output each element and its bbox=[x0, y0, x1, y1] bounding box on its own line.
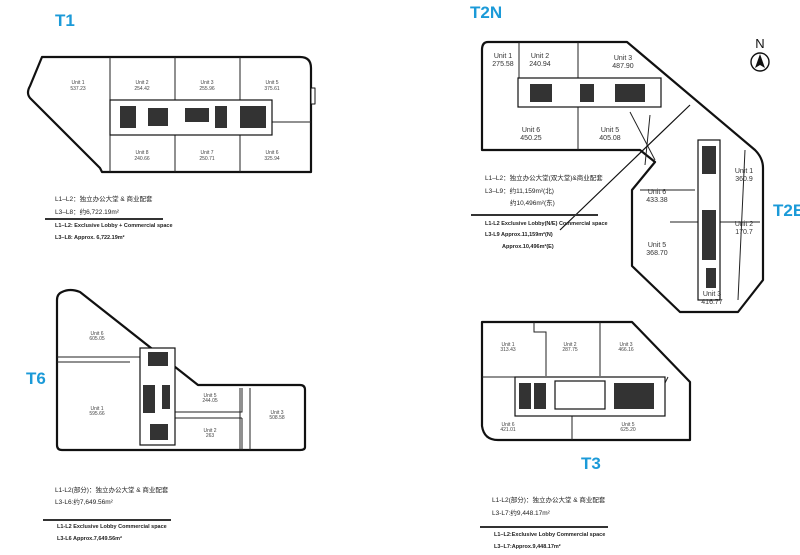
unit-area: 537.23 bbox=[70, 86, 86, 92]
unit-area: 287.75 bbox=[562, 347, 578, 353]
t6-note-cn: L3-L6:约7,649.56m² bbox=[55, 499, 113, 506]
plan-t2: T2N T2E Unit 1 275.58 Unit 2 240.94 Unit… bbox=[470, 3, 800, 314]
unit-label: Unit 6 bbox=[522, 127, 540, 134]
unit-label: Unit 3 bbox=[270, 410, 283, 416]
unit-label: Unit 1 bbox=[90, 406, 103, 412]
unit-area: 244.05 bbox=[202, 398, 218, 404]
unit-label: Unit 1 bbox=[494, 53, 512, 60]
unit-area: 368.70 bbox=[646, 250, 668, 257]
unit-label: Unit 3 bbox=[614, 55, 632, 62]
t3-note-en: L3–L7:Approx.9,448.17m² bbox=[494, 544, 561, 550]
plan-t3: T3 Unit 1 313.43 Unit 2 287.75 Unit 3 46… bbox=[480, 320, 692, 473]
plan-t1: T1 Unit 1 537.23 Unit 2 254.42 Unit 3 25… bbox=[26, 11, 316, 174]
t1-note-cn: L3–L8：约6,722.19m² bbox=[55, 209, 119, 216]
t6-partitions bbox=[57, 356, 251, 450]
unit-label: Unit 3 bbox=[703, 291, 721, 298]
unit-area: 360.9 bbox=[735, 176, 753, 183]
unit-area: 254.42 bbox=[134, 86, 150, 92]
t3-note-en: L1–L2:Exclusive Lobby Commercial space bbox=[494, 532, 606, 538]
unit-label: Unit 5 bbox=[265, 80, 278, 86]
tower-label-t1: T1 bbox=[55, 11, 75, 30]
unit-label: Unit 5 bbox=[621, 422, 634, 428]
unit-area: 433.38 bbox=[646, 197, 668, 204]
divider bbox=[480, 526, 608, 528]
compass-label: N bbox=[755, 36, 764, 51]
unit-label: Unit 6 bbox=[501, 422, 514, 428]
unit-area: 240.66 bbox=[134, 156, 150, 162]
t6-note-en: L1-L2 Exclusive Lobby Commercial space bbox=[57, 524, 167, 530]
t6-note-cn: L1-L2(部分)：独立办公大堂 & 商业配套 bbox=[55, 487, 169, 494]
unit-area: 595.66 bbox=[89, 411, 105, 417]
unit-area: 508.58 bbox=[269, 415, 285, 421]
unit-label: Unit 6 bbox=[90, 331, 103, 337]
t2-note-cn: L1–L2：独立办公大堂(双大堂)&商业配套 bbox=[485, 175, 603, 182]
unit-label: Unit 2 bbox=[735, 221, 753, 228]
unit-label: Unit 5 bbox=[648, 242, 666, 249]
divider bbox=[45, 218, 163, 220]
unit-area: 325.94 bbox=[264, 156, 280, 162]
unit-label: Unit 2 bbox=[135, 80, 148, 86]
unit-area: 605.05 bbox=[89, 336, 105, 342]
plan-t6: T6 Unit 6 605.05 Unit 1 595.66 Unit 5 24… bbox=[26, 288, 307, 452]
tower-label-t3: T3 bbox=[581, 454, 601, 473]
unit-label: Unit 2 bbox=[563, 342, 576, 348]
unit-area: 275.58 bbox=[492, 61, 514, 68]
north-compass: N bbox=[750, 36, 770, 72]
unit-area: 240.94 bbox=[529, 61, 551, 68]
unit-label: Unit 3 bbox=[200, 80, 213, 86]
t3-note-cn: L3-L7:约9,448.17m² bbox=[492, 510, 550, 517]
t6-outline bbox=[55, 288, 307, 452]
tower-label-t2n: T2N bbox=[470, 3, 502, 22]
t2-partitions bbox=[518, 42, 760, 301]
unit-area: 405.08 bbox=[599, 135, 621, 142]
unit-area: 625.20 bbox=[620, 427, 636, 433]
unit-label: Unit 5 bbox=[203, 393, 216, 399]
divider bbox=[43, 519, 171, 521]
t6-note-en: L3-L6 Approx.7,649.56m² bbox=[57, 536, 122, 542]
unit-label: Unit 6 bbox=[265, 150, 278, 156]
unit-label: Unit 8 bbox=[135, 150, 148, 156]
tower-label-t6: T6 bbox=[26, 369, 46, 388]
unit-label: Unit 7 bbox=[200, 150, 213, 156]
unit-label: Unit 5 bbox=[601, 127, 619, 134]
unit-area: 450.25 bbox=[520, 135, 542, 142]
unit-label: Unit 2 bbox=[531, 53, 549, 60]
t2-note-cn: L3–L9：约11,159m²(北) bbox=[485, 188, 554, 195]
unit-area: 466.16 bbox=[618, 347, 634, 353]
unit-label: Unit 3 bbox=[619, 342, 632, 348]
unit-label: Unit 1 bbox=[71, 80, 84, 86]
t3-partitions bbox=[482, 322, 669, 440]
t2-note-en: L1-L2 Exclusive Lobby(N/E) Commercial sp… bbox=[485, 221, 608, 227]
t2-outline bbox=[480, 40, 765, 314]
t2-note-en: Approx.10,496m²(E) bbox=[502, 244, 554, 250]
unit-area: 263 bbox=[206, 433, 215, 439]
unit-area: 313.43 bbox=[500, 347, 516, 353]
north-arrow-icon bbox=[755, 54, 765, 68]
unit-label: Unit 2 bbox=[203, 428, 216, 434]
t2-note-en: L3-L9 Approx.11,159m²(N) bbox=[485, 232, 553, 238]
unit-label: Unit 6 bbox=[648, 189, 666, 196]
unit-area: 487.90 bbox=[612, 63, 634, 70]
unit-label: Unit 1 bbox=[735, 168, 753, 175]
t2-note-cn: 约10,496m²(东) bbox=[510, 200, 555, 207]
unit-area: 421.01 bbox=[500, 427, 516, 433]
t1-note-cn: L1–L2：独立办公大堂 & 商业配套 bbox=[55, 196, 153, 203]
t3-note-cn: L1-L2(部分)：独立办公大堂 & 商业配套 bbox=[492, 497, 606, 504]
unit-area: 416.77 bbox=[701, 299, 723, 306]
unit-area: 375.61 bbox=[264, 86, 280, 92]
unit-area: 170.7 bbox=[735, 229, 753, 236]
divider bbox=[471, 214, 598, 216]
unit-area: 255.96 bbox=[199, 86, 215, 92]
unit-area: 250.71 bbox=[199, 156, 215, 162]
unit-label: Unit 1 bbox=[501, 342, 514, 348]
t1-note-en: L3–L8: Approx. 6,722.19m² bbox=[55, 235, 125, 241]
tower-label-t2e: T2E bbox=[773, 201, 800, 220]
t1-note-en: L1–L2: Exclusive Lobby + Commercial spac… bbox=[55, 223, 173, 229]
t1-partitions bbox=[109, 57, 311, 172]
